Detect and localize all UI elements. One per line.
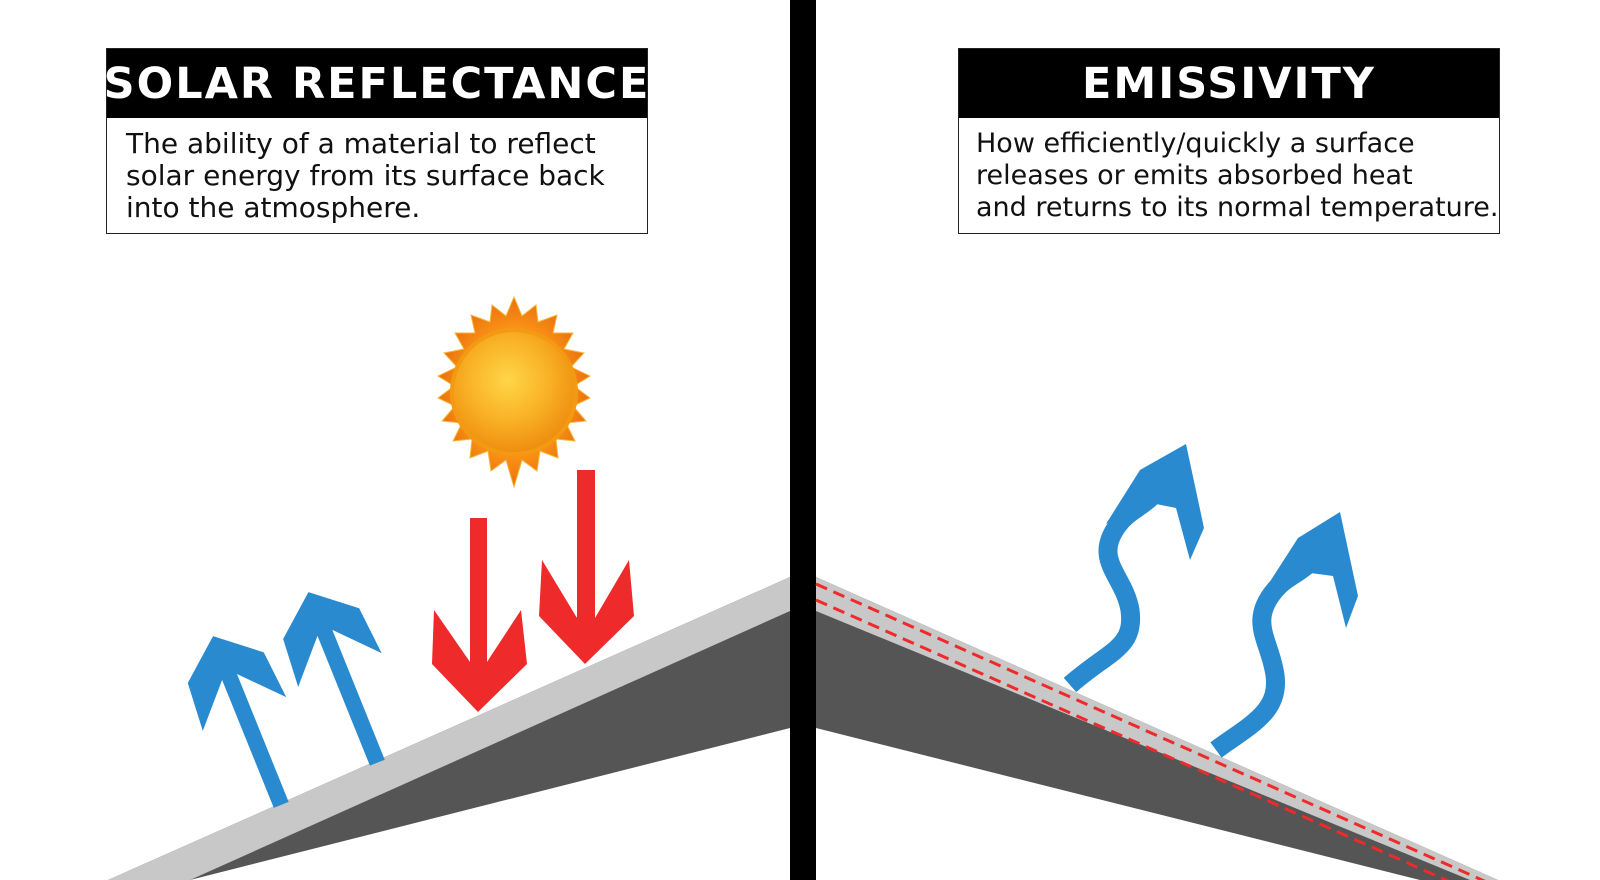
- left-roof: [108, 577, 790, 880]
- heat-dash-line-1: [815, 582, 1486, 880]
- down-arrow-icon: [539, 470, 634, 664]
- emissivity-title: EMISSIVITY: [959, 49, 1499, 118]
- right-roof: [815, 577, 1498, 880]
- reflected-arrow-1: [187, 636, 289, 808]
- reflected-arrow-2: [283, 592, 385, 766]
- solar-reflectance-title: SOLAR REFLECTANCE: [104, 49, 648, 118]
- solar-reflectance-card: SOLAR REFLECTANCE The ability of a mater…: [104, 48, 648, 234]
- right-roof-coating: [816, 577, 1498, 880]
- wavy-arrow-head: [1106, 444, 1204, 560]
- description-line: How efficiently/quickly a surface: [976, 128, 1415, 159]
- description-line: solar energy from its surface back: [126, 159, 605, 192]
- center-divider: [790, 0, 816, 880]
- heat-dash-line-2: [815, 598, 1450, 880]
- up-arrow-icon: [187, 636, 289, 808]
- description-line: and returns to its normal temperature.: [976, 192, 1499, 223]
- emissivity-description: How efficiently/quickly a surface releas…: [959, 118, 1499, 224]
- sun-icon: [436, 295, 592, 489]
- incoming-arrow-2: [539, 470, 634, 664]
- up-arrow-icon: [283, 592, 385, 766]
- emissivity-card: EMISSIVITY How efficiently/quickly a sur…: [958, 48, 1500, 234]
- wavy-up-arrow-icon: [1210, 544, 1328, 758]
- emitted-heat-arrow-1: [1063, 444, 1204, 693]
- down-arrow-icon: [432, 518, 527, 712]
- sun-core-highlight: [454, 332, 574, 452]
- description-line: into the atmosphere.: [126, 191, 421, 224]
- wavy-arrow-head: [1262, 512, 1358, 628]
- description-line: releases or emits absorbed heat: [976, 160, 1413, 191]
- emitted-heat-arrow-2: [1210, 512, 1358, 758]
- incoming-arrow-1: [432, 518, 527, 712]
- solar-reflectance-description: The ability of a material to reflect sol…: [107, 118, 647, 224]
- wavy-up-arrow-icon: [1063, 480, 1169, 693]
- description-line: The ability of a material to reflect: [126, 127, 596, 160]
